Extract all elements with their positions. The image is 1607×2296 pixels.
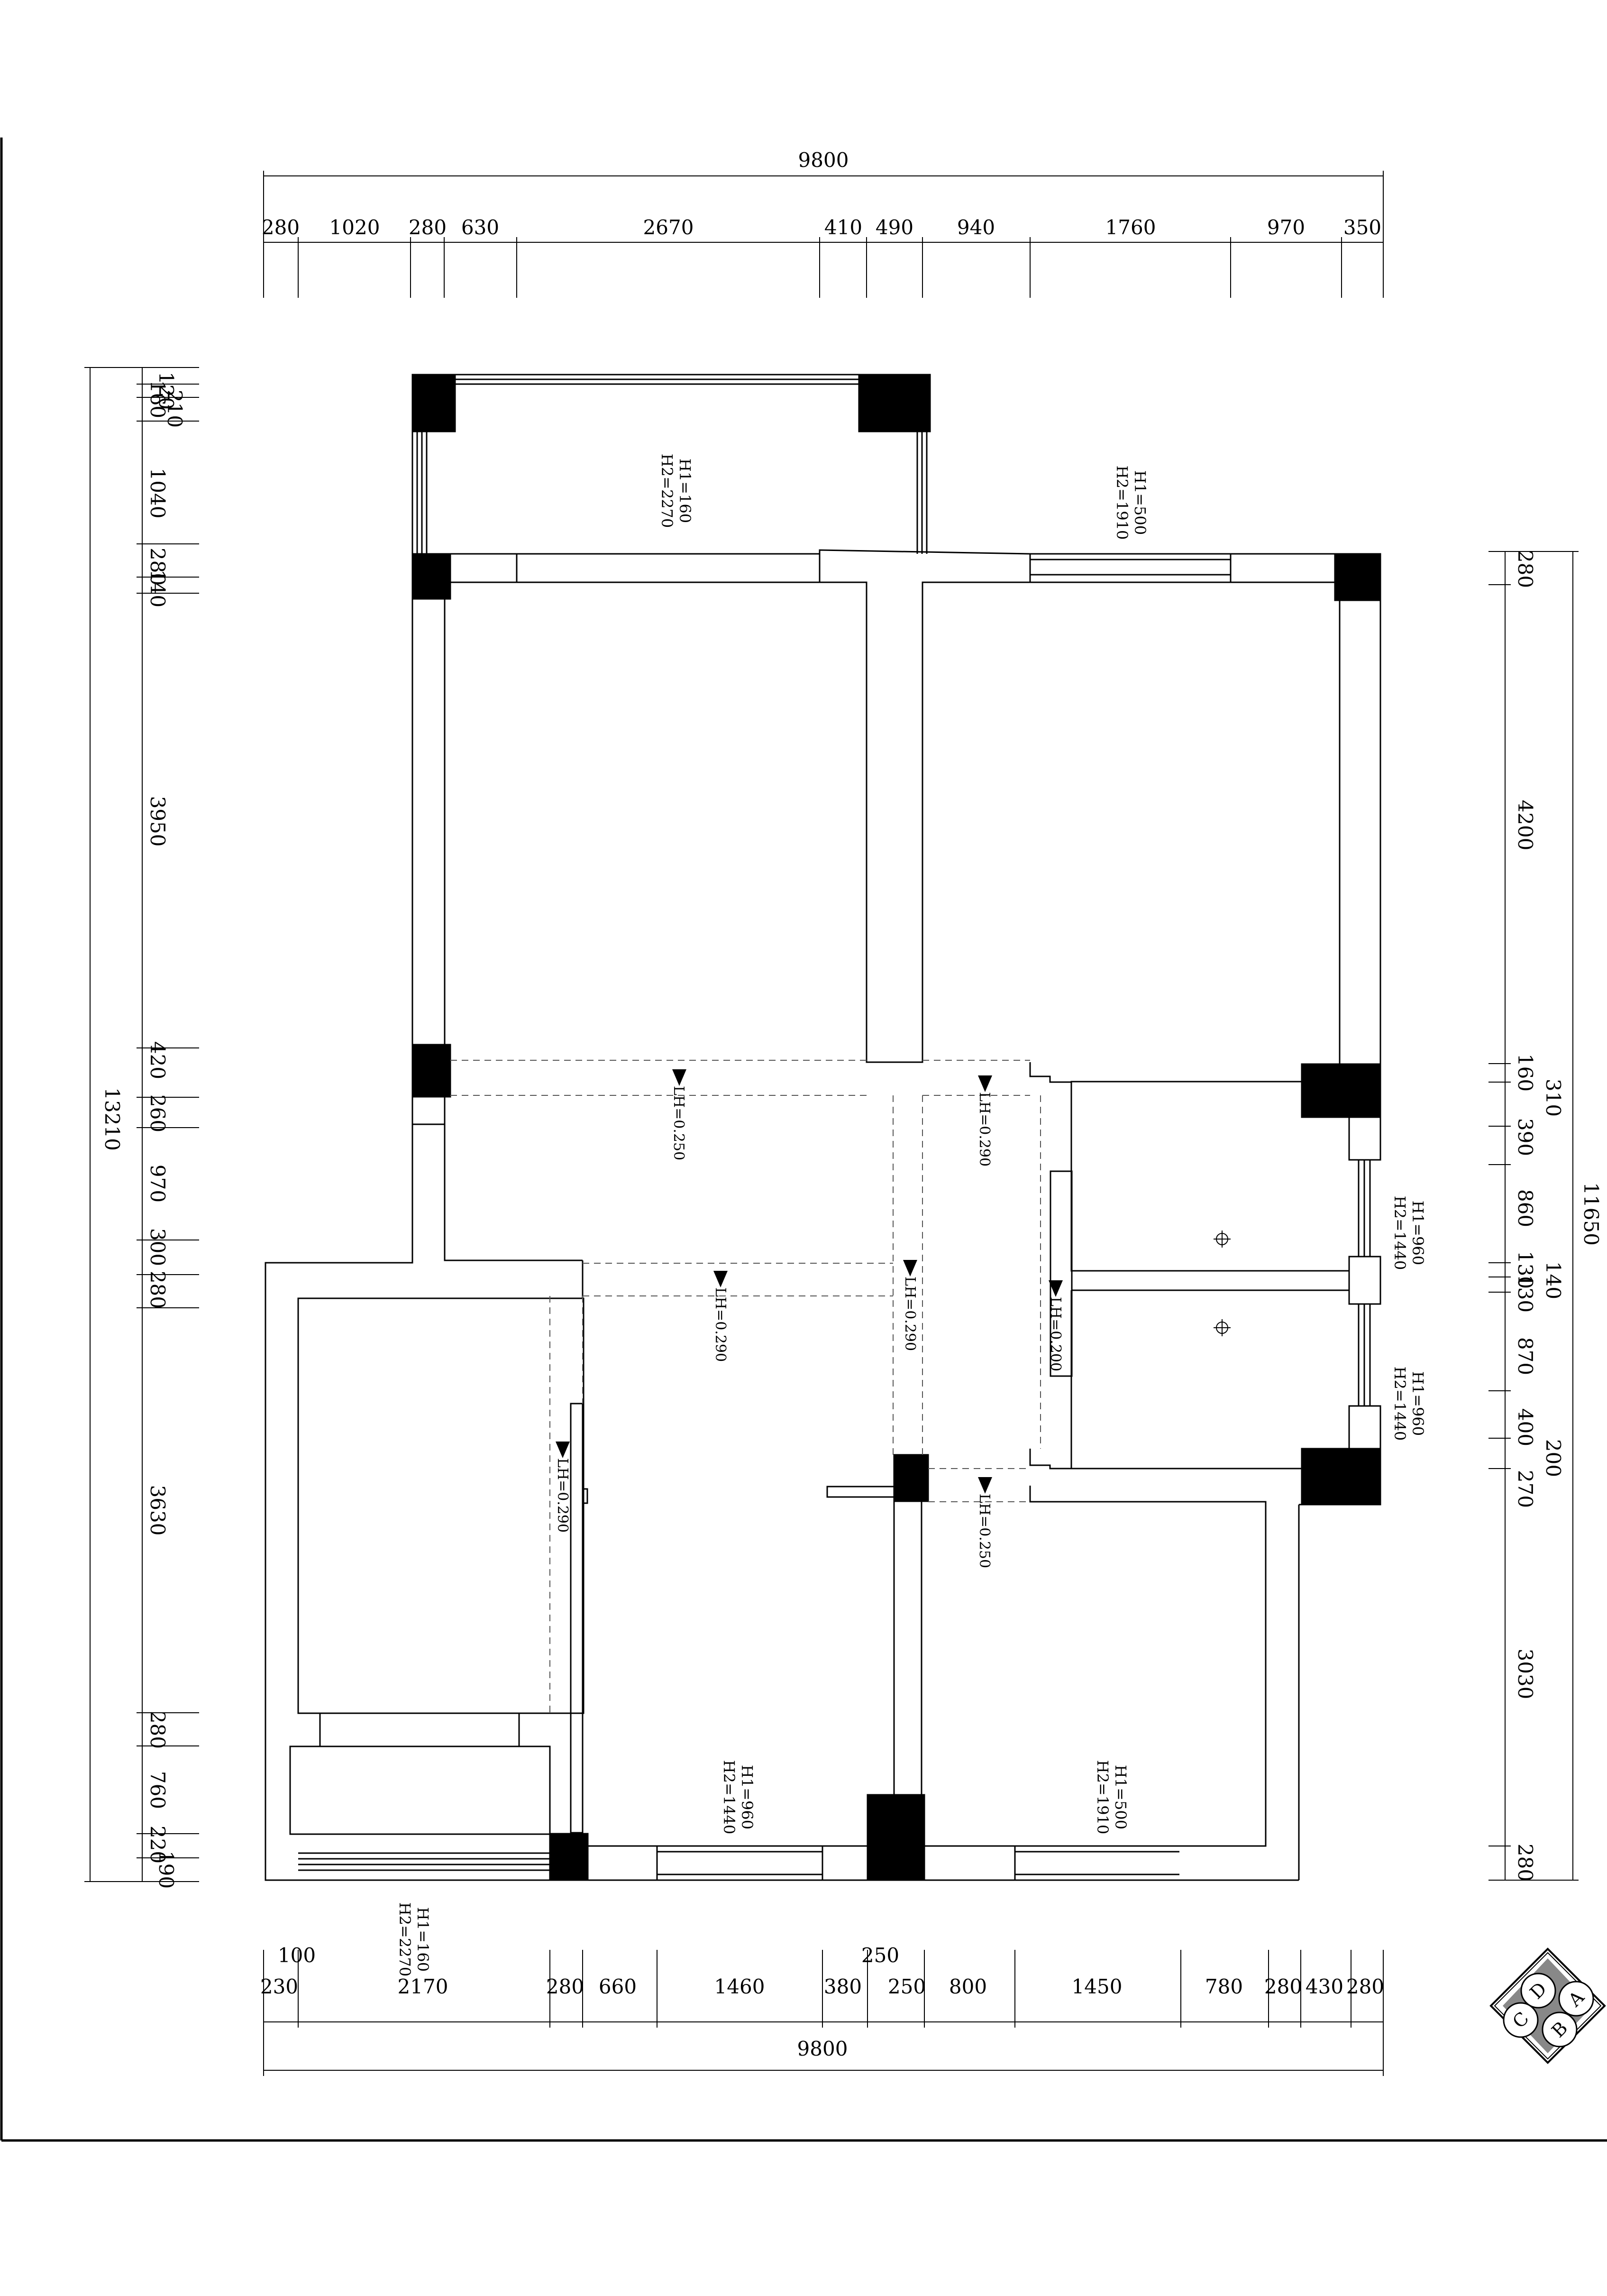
top-dim: 280 [262,216,300,239]
left-total-label: 13210 [100,1087,124,1151]
top-dim: 2670 [643,216,694,239]
bottom-dim: 280 [546,1975,584,1998]
window-h2: H2=2270 [658,454,676,528]
right-mid-dim: 140 [1542,1261,1565,1299]
right-mid-dim: 310 [1542,1079,1565,1117]
left-dim: 260 [146,1094,169,1132]
bottom-dimension-chain [263,1950,1384,2076]
window-h1: H1=960 [1409,1371,1427,1436]
right-dim: 390 [1514,1118,1537,1156]
left-dim: 280 [146,1271,169,1309]
window-h2: H2=2270 [396,1902,414,1977]
floor-drain-icon [1214,1231,1231,1336]
bottom-dim: 800 [949,1975,987,1998]
level-label: LH=0.290 [554,1458,571,1533]
left-dim: 140 [146,569,169,607]
right-total-label: 11650 [1580,1182,1603,1246]
right-dim: 4200 [1514,800,1537,851]
top-dimension-chain [263,171,1384,298]
bottom-upper-dim: 250 [861,1944,899,1967]
top-dim: 490 [876,216,913,239]
top-dim: 940 [957,216,995,239]
window-h1: H1=160 [676,459,694,523]
top-dim: 630 [461,216,499,239]
top-dim: 1760 [1105,216,1156,239]
bottom-dim: 430 [1306,1975,1343,1998]
top-dim: 1020 [329,216,380,239]
left-dim: 160 [146,380,169,418]
right-dim: 870 [1514,1337,1537,1375]
bottom-dim: 380 [824,1975,862,1998]
bottom-upper-dim: 100 [278,1944,316,1967]
left-dim: 3950 [146,796,169,847]
right-dimension-chain [1488,551,1579,1881]
level-label: LH=0.200 [1047,1297,1064,1371]
left-dim: 3630 [146,1485,169,1536]
bottom-dim: 2170 [398,1975,448,1998]
bottom-dim: 230 [260,1975,298,1998]
level-label: LH=0.290 [976,1092,993,1166]
right-dim: 160 [1514,1054,1537,1092]
right-dim: 130 [1514,1251,1537,1289]
level-markers [556,1069,1063,1494]
window-h2: H2=1910 [1094,1760,1112,1835]
window-h1: H1=960 [1409,1201,1427,1265]
top-dim: 410 [824,216,862,239]
left-dim: 300 [146,1228,169,1266]
bottom-dim: 280 [1346,1975,1384,1998]
left-dimension-chain [84,367,199,1882]
bottom-dim: 1460 [714,1975,765,1998]
window-h1: H1=960 [738,1765,756,1829]
bottom-dim: 280 [1264,1975,1302,1998]
bottom-dim: 660 [599,1975,637,1998]
window-h1: H1=500 [1131,470,1149,535]
left-dim: 210 [163,390,186,428]
right-dim: 280 [1514,550,1537,588]
window-h2: H2=1440 [1391,1196,1409,1270]
top-dim: 970 [1267,216,1305,239]
level-label: LH=0.250 [976,1494,993,1568]
window-h2: H2=1440 [1391,1367,1409,1441]
right-dim: 130 [1514,1275,1537,1313]
level-label: LH=0.290 [902,1277,918,1351]
window-h1: H1=160 [414,1907,432,1972]
window-h2: H2=1440 [720,1760,738,1835]
bottom-dim: 250 [888,1975,926,1998]
left-dim: 970 [146,1165,169,1203]
right-mid-dim: 200 [1542,1439,1565,1477]
opening-lines [450,1060,1041,1713]
bottom-dim: 1450 [1072,1975,1123,1998]
left-dim: 120 [155,372,178,410]
bottom-dim: 780 [1205,1975,1243,1998]
left-dim: 760 [146,1771,169,1809]
left-dim: 220 [146,1826,169,1864]
right-dim: 270 [1514,1470,1537,1508]
frame [0,138,1607,2142]
right-dim: 860 [1514,1189,1537,1227]
window-h1: H1=500 [1112,1765,1130,1829]
left-dim: 280 [146,548,169,586]
left-dim: 280 [146,1711,169,1749]
right-dim: 400 [1514,1408,1537,1446]
bottom-total-label: 9800 [797,2037,848,2060]
top-dim: 350 [1343,216,1381,239]
top-dim: 280 [409,216,447,239]
compass-icon: D A C B [1489,1947,1606,2064]
right-dim: 3030 [1514,1649,1537,1699]
left-dim: 190 [155,1851,178,1889]
top-total-label: 9800 [798,148,849,172]
left-dim: 420 [146,1041,169,1079]
left-dim: 1040 [146,468,169,519]
window-h2: H2=1910 [1113,466,1131,540]
level-label: LH=0.250 [670,1086,687,1160]
walls [265,374,1381,1881]
right-dim: 280 [1514,1844,1537,1882]
level-label: LH=0.290 [712,1287,729,1362]
